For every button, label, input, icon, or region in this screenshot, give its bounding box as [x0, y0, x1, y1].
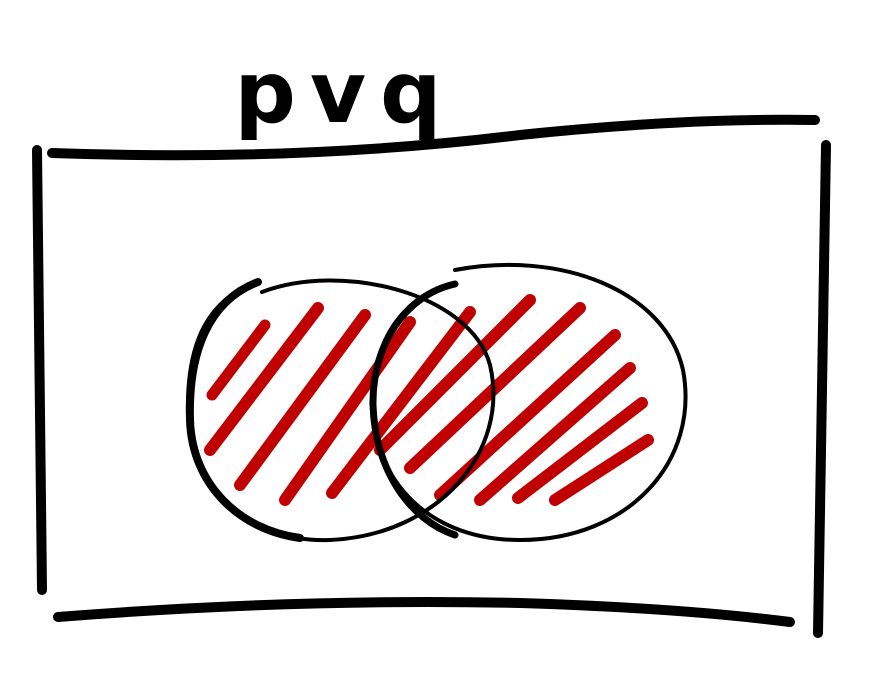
diagram-title: pvq [234, 43, 455, 143]
rectangle-right-edge [813, 140, 831, 638]
shaded-union-region [204, 294, 654, 506]
set-p-circle [185, 278, 496, 543]
universal-set-rectangle [32, 114, 831, 638]
rectangle-top-edge [47, 114, 820, 161]
rectangle-left-edge [32, 145, 47, 595]
set-q-circle [369, 262, 688, 543]
rectangle-bottom-edge [53, 596, 795, 627]
